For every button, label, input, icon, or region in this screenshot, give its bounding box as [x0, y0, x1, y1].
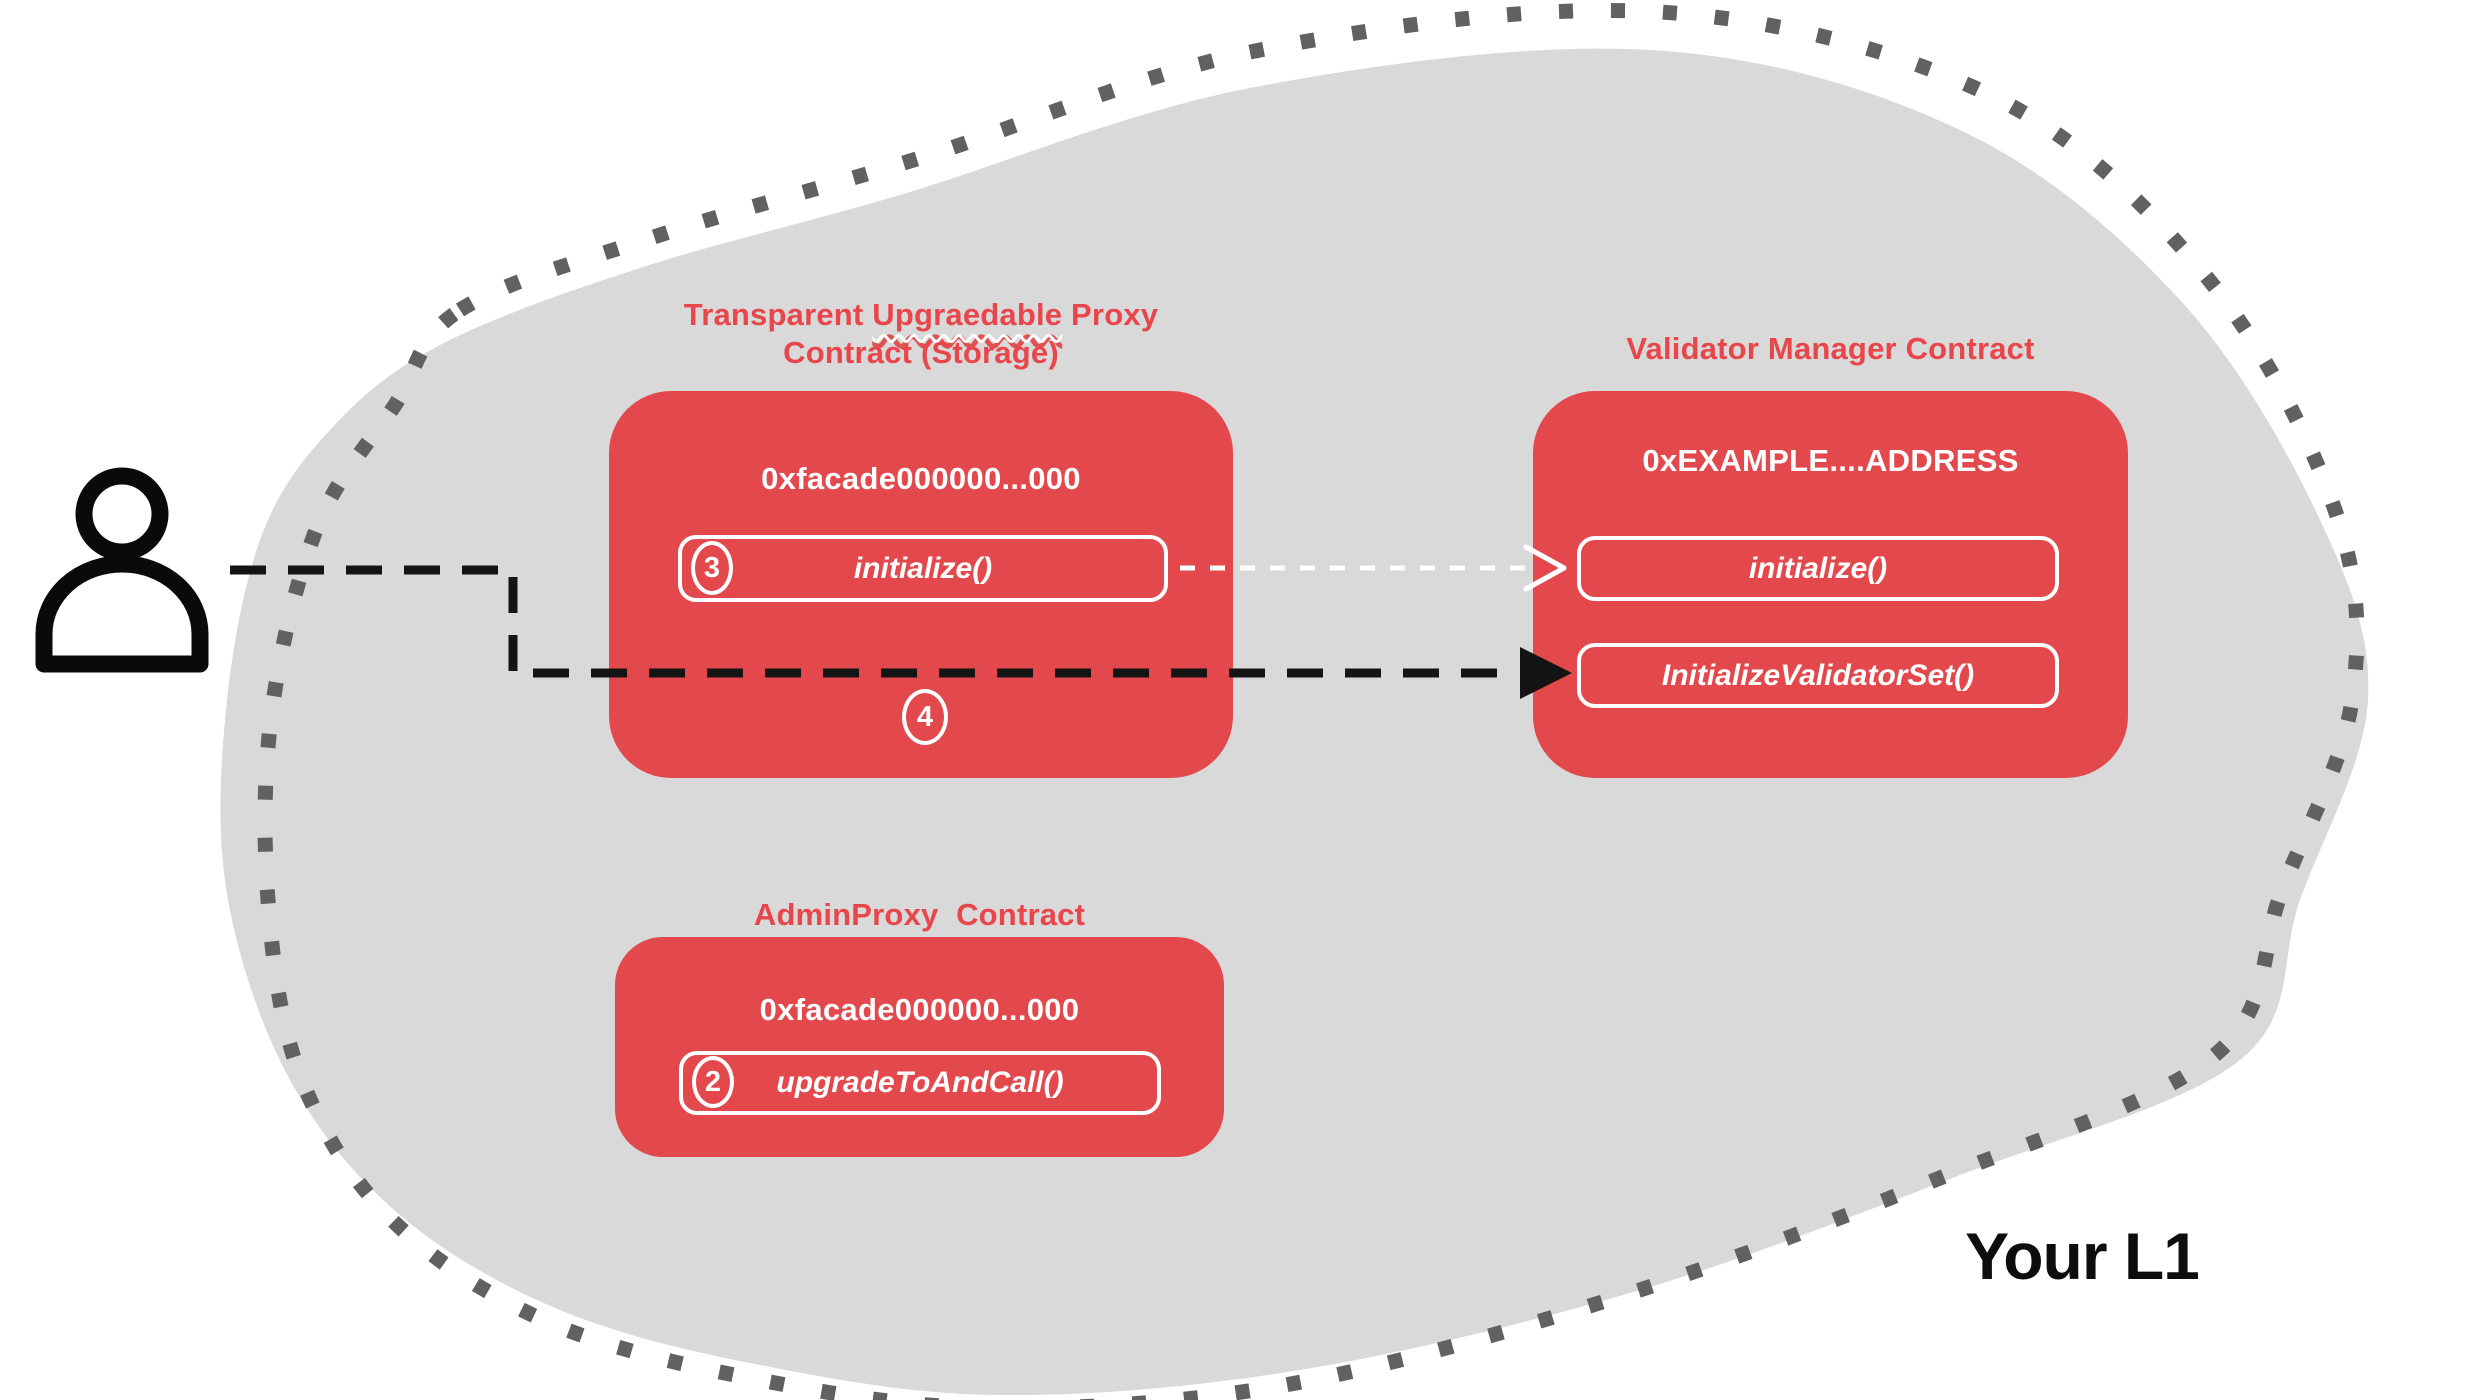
validator-initialize-validator-set-pill: InitializeValidatorSet(): [1577, 643, 2059, 708]
admin-proxy-contract-title: AdminProxy Contract: [753, 897, 1086, 932]
validator-contract-title: Validator Manager Contract: [1626, 331, 2035, 366]
proxy-initialize-label: initialize(): [853, 551, 993, 585]
admin-proxy-contract-box: [615, 937, 1224, 1157]
step-3-badge: 3: [691, 541, 733, 595]
proxy-title-line2: Contract (Storage): [783, 335, 1059, 370]
person-head: [75, 467, 169, 561]
admin-upgrade-to-and-call-label: upgradeToAndCall(): [776, 1066, 1064, 1099]
validator-initialize-label: initialize(): [1748, 551, 1888, 585]
proxy-contract-title: Transparent Upgraedable Proxy Contract (…: [609, 296, 1233, 372]
step-4-badge: 4: [902, 689, 948, 745]
proxy-title-misspelled: Upgraedable: [872, 297, 1063, 332]
misspelled-word-squiggle: Upgraedable: [872, 297, 1062, 332]
validator-initialize-pill: initialize(): [1577, 536, 2059, 601]
validator-contract-address: 0xEXAMPLE....ADDRESS: [1642, 443, 2019, 478]
proxy-title-line1: Transparent Upgraedable Proxy: [684, 297, 1158, 332]
admin-upgrade-to-and-call-pill: upgradeToAndCall(): [679, 1051, 1161, 1115]
proxy-initialize-pill: initialize(): [678, 535, 1168, 602]
validator-initialize-validator-set-label: InitializeValidatorSet(): [1661, 658, 1975, 692]
proxy-contract-address: 0xfacade000000...000: [761, 461, 1081, 496]
person-icon: [35, 467, 209, 673]
your-l1-label: Your L1: [1965, 1219, 2200, 1293]
person-shoulders: [35, 555, 209, 673]
step-2-badge: 2: [692, 1056, 734, 1108]
admin-proxy-contract-address: 0xfacade000000...000: [759, 992, 1080, 1027]
proxy-title-pre: Transparent: [683, 297, 873, 332]
proxy-title-post: Proxy: [1062, 297, 1159, 332]
